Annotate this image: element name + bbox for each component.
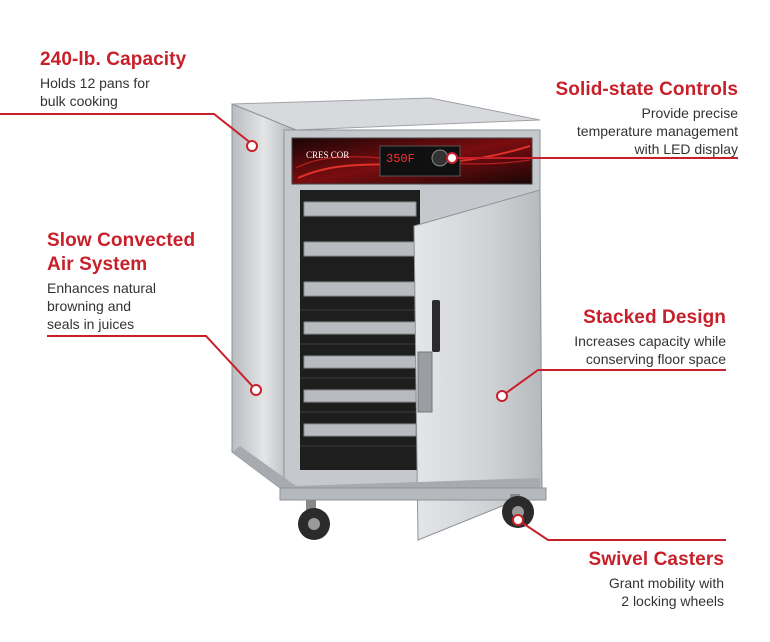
feature-desc-line: conserving floor space [585,351,726,367]
door-handle [432,300,440,352]
feature-title: Stacked Design [583,307,726,328]
callout-casters [517,519,726,541]
feature-title: Solid-state Controls [555,79,738,100]
feature-title: Swivel Casters [588,549,724,570]
feature-desc-line: bulk cooking [40,93,118,109]
feature-desc-line: with LED display [634,141,739,157]
feature-stacked-design: Stacked Design Increases capacity while … [520,306,726,368]
feature-desc-line: Provide precise [641,105,739,121]
feature-desc-line: Grant mobility with [608,575,724,591]
feature-desc-line: browning and [47,298,132,314]
control-knob [431,149,449,167]
callout-convected [47,335,257,391]
callout-capacity [0,113,253,145]
led-display: 350F [386,152,415,166]
feature-title: Slow Convected [47,230,196,251]
feature-title: 240-lb. Capacity [40,49,187,70]
feature-convected-air: Slow Convected Air System Enhances natur… [47,229,247,333]
feature-desc-line: Holds 12 pans for [40,75,150,91]
callout-stacked [501,369,726,397]
feature-title-line2: Air System [47,254,148,275]
callout-dots [246,140,524,526]
feature-desc-line: 2 locking wheels [621,593,724,609]
feature-desc-line: temperature management [576,123,738,139]
feature-desc-line: Increases capacity while [574,333,726,349]
feature-swivel-casters: Swivel Casters Grant mobility with 2 loc… [540,548,724,610]
caster-front-left [298,500,330,540]
feature-capacity: 240-lb. Capacity Holds 12 pans for bulk … [40,48,260,110]
brand-label: CRES COR [306,150,349,160]
feature-desc-line: seals in juices [47,316,135,332]
pan-rack [303,201,417,437]
door-latch [417,351,433,413]
feature-desc-line: Enhances natural [47,280,156,296]
callout-lines [0,113,738,541]
feature-controls: Solid-state Controls Provide precise tem… [510,78,738,158]
cabinet-base [232,446,540,500]
